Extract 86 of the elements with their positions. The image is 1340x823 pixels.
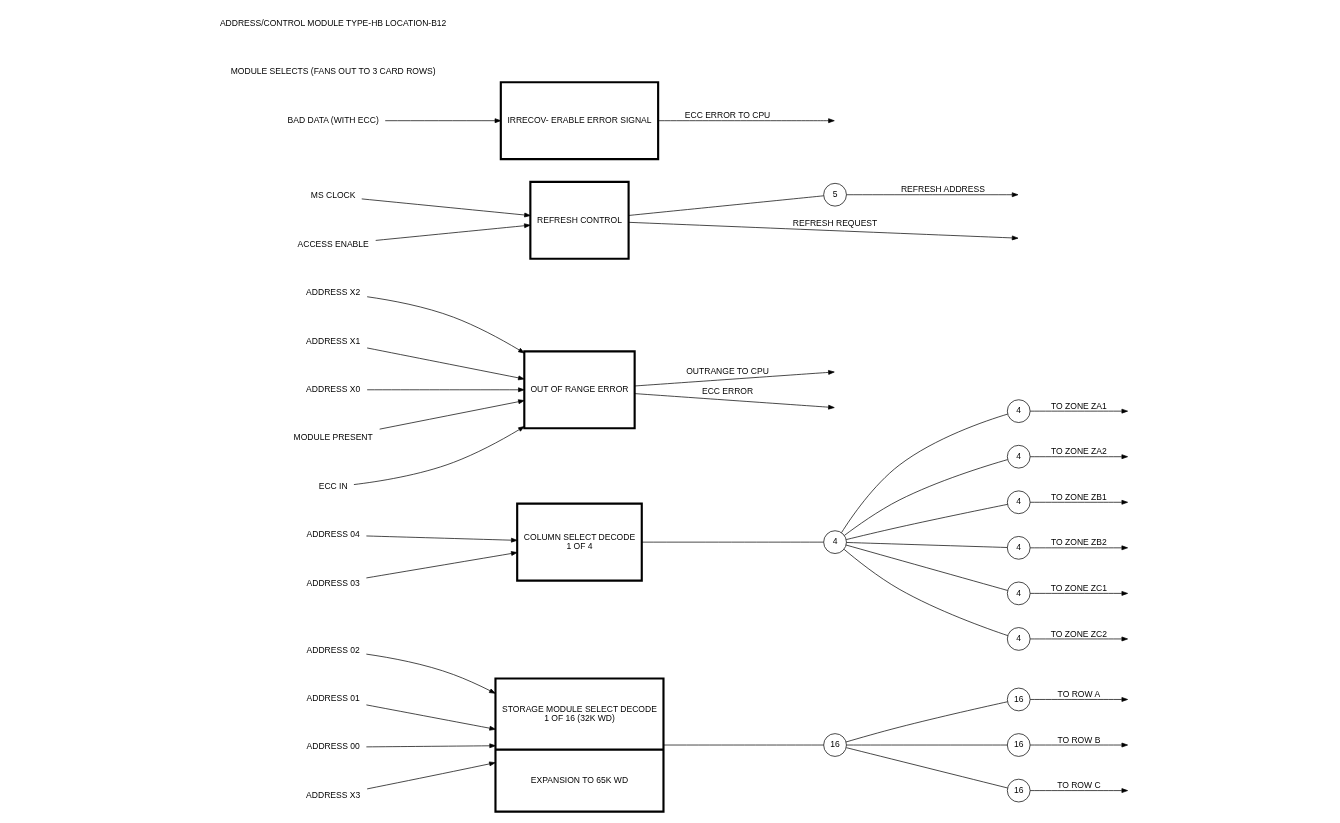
node-circle: 4 (1006, 581, 1030, 606)
arrow (366, 761, 496, 790)
connector (662, 744, 824, 746)
connector (845, 542, 1008, 548)
node-circle: 4 (1006, 627, 1030, 651)
arrow (374, 223, 531, 241)
arrow (1029, 499, 1128, 505)
node-text: ADDRESS 02 (306, 644, 360, 655)
node-text: ADDRESS X3 (305, 789, 360, 800)
arrow (1029, 697, 1128, 702)
arrow (365, 704, 496, 731)
connector (843, 459, 1008, 536)
arrow (633, 393, 835, 410)
arrow (657, 118, 835, 124)
node-circle: 4 (1006, 536, 1030, 560)
edge-label: TO ZONE ZC1 (1050, 582, 1107, 593)
arrow (365, 551, 517, 579)
arrow (633, 370, 835, 387)
edge-label: TO ZONE ZA1 (1050, 400, 1107, 411)
node-circle: 16 (1006, 687, 1030, 712)
edge-label: TO ZONE ZC2 (1050, 628, 1107, 639)
node-text: ADDRESS X0 (305, 383, 360, 394)
arrow (365, 743, 496, 749)
edge-label: TO ZONE ZA2 (1050, 446, 1107, 457)
node-circle: 4 (1006, 444, 1030, 469)
node-box: IRRECOV- ERABLE ERROR SIGNAL (499, 81, 659, 161)
node-text: ADDRESS X2 (305, 287, 360, 298)
connector (845, 701, 1008, 743)
node-text: ECC IN (318, 480, 348, 491)
node-circle: 16 (1006, 778, 1030, 803)
arrow (1029, 408, 1128, 414)
connector (641, 541, 824, 543)
arrow (845, 192, 1018, 198)
connector (843, 549, 1008, 636)
node-circle: 4 (822, 530, 847, 554)
arrow (366, 347, 525, 381)
connector (840, 413, 1008, 534)
node-text: ADDRESS 04 (306, 529, 360, 540)
label: MODULE SELECTS (FANS OUT TO 3 CARD ROWS) (230, 66, 436, 77)
arrow (353, 426, 525, 485)
node-text: BAD DATA (WITH ECC) (287, 114, 379, 125)
connector (845, 747, 1008, 789)
arrow (365, 653, 496, 694)
node-text: ADDRESS 00 (306, 741, 360, 752)
arrow (1029, 545, 1128, 551)
connector (845, 504, 1008, 540)
node-box: COLUMN SELECT DECODE 1 OF 4 (515, 502, 643, 582)
arrow (627, 221, 1018, 241)
arrow (1029, 788, 1128, 793)
edge-label: ECC ERROR TO CPU (684, 110, 770, 121)
node-circle: 4 (1006, 399, 1030, 423)
arrow (378, 399, 525, 430)
arrow (1029, 591, 1128, 596)
node-circle: 16 (822, 733, 847, 757)
connector (845, 544, 1008, 591)
arrow (384, 118, 501, 124)
node-circle: 4 (1006, 490, 1030, 514)
arrow (1029, 454, 1128, 460)
node-text: ADDRESS X1 (305, 335, 360, 346)
arrow (365, 535, 517, 543)
edge-label: OUTRANGE TO CPU (685, 365, 769, 376)
connector (628, 195, 824, 216)
arrow (360, 198, 531, 218)
edge-label: TO ROW C (1056, 780, 1101, 791)
node-circle: 16 (1006, 733, 1030, 757)
edge-label: TO ZONE ZB1 (1050, 491, 1107, 502)
edge-label: ECC ERROR (701, 386, 753, 397)
node-box: OUT OF RANGE ERROR (522, 350, 636, 430)
edge-label: TO ZONE ZB2 (1050, 537, 1107, 548)
label: ADDRESS/CONTROL MODULE TYPE-HB LOCATION-B12 (219, 18, 446, 29)
node-circle: 5 (822, 183, 847, 207)
arrow (366, 296, 525, 354)
edge-label: REFRESH ADDRESS (900, 184, 985, 195)
node-text: MS CLOCK (310, 190, 355, 201)
arrow (366, 387, 525, 393)
connector (845, 744, 1008, 746)
edge-label: REFRESH REQUEST (792, 218, 877, 229)
node-text: ACCESS ENABLE (297, 238, 369, 249)
node-text: ADDRESS 03 (306, 577, 360, 588)
node-text: ADDRESS 01 (306, 692, 360, 703)
edge-label: TO ROW B (1056, 734, 1100, 745)
arrow (1029, 742, 1128, 748)
node-box: REFRESH CONTROL (528, 180, 630, 260)
arrow (1029, 636, 1128, 642)
node-text: MODULE PRESENT (293, 432, 373, 443)
edge-label: TO ROW A (1057, 689, 1100, 700)
